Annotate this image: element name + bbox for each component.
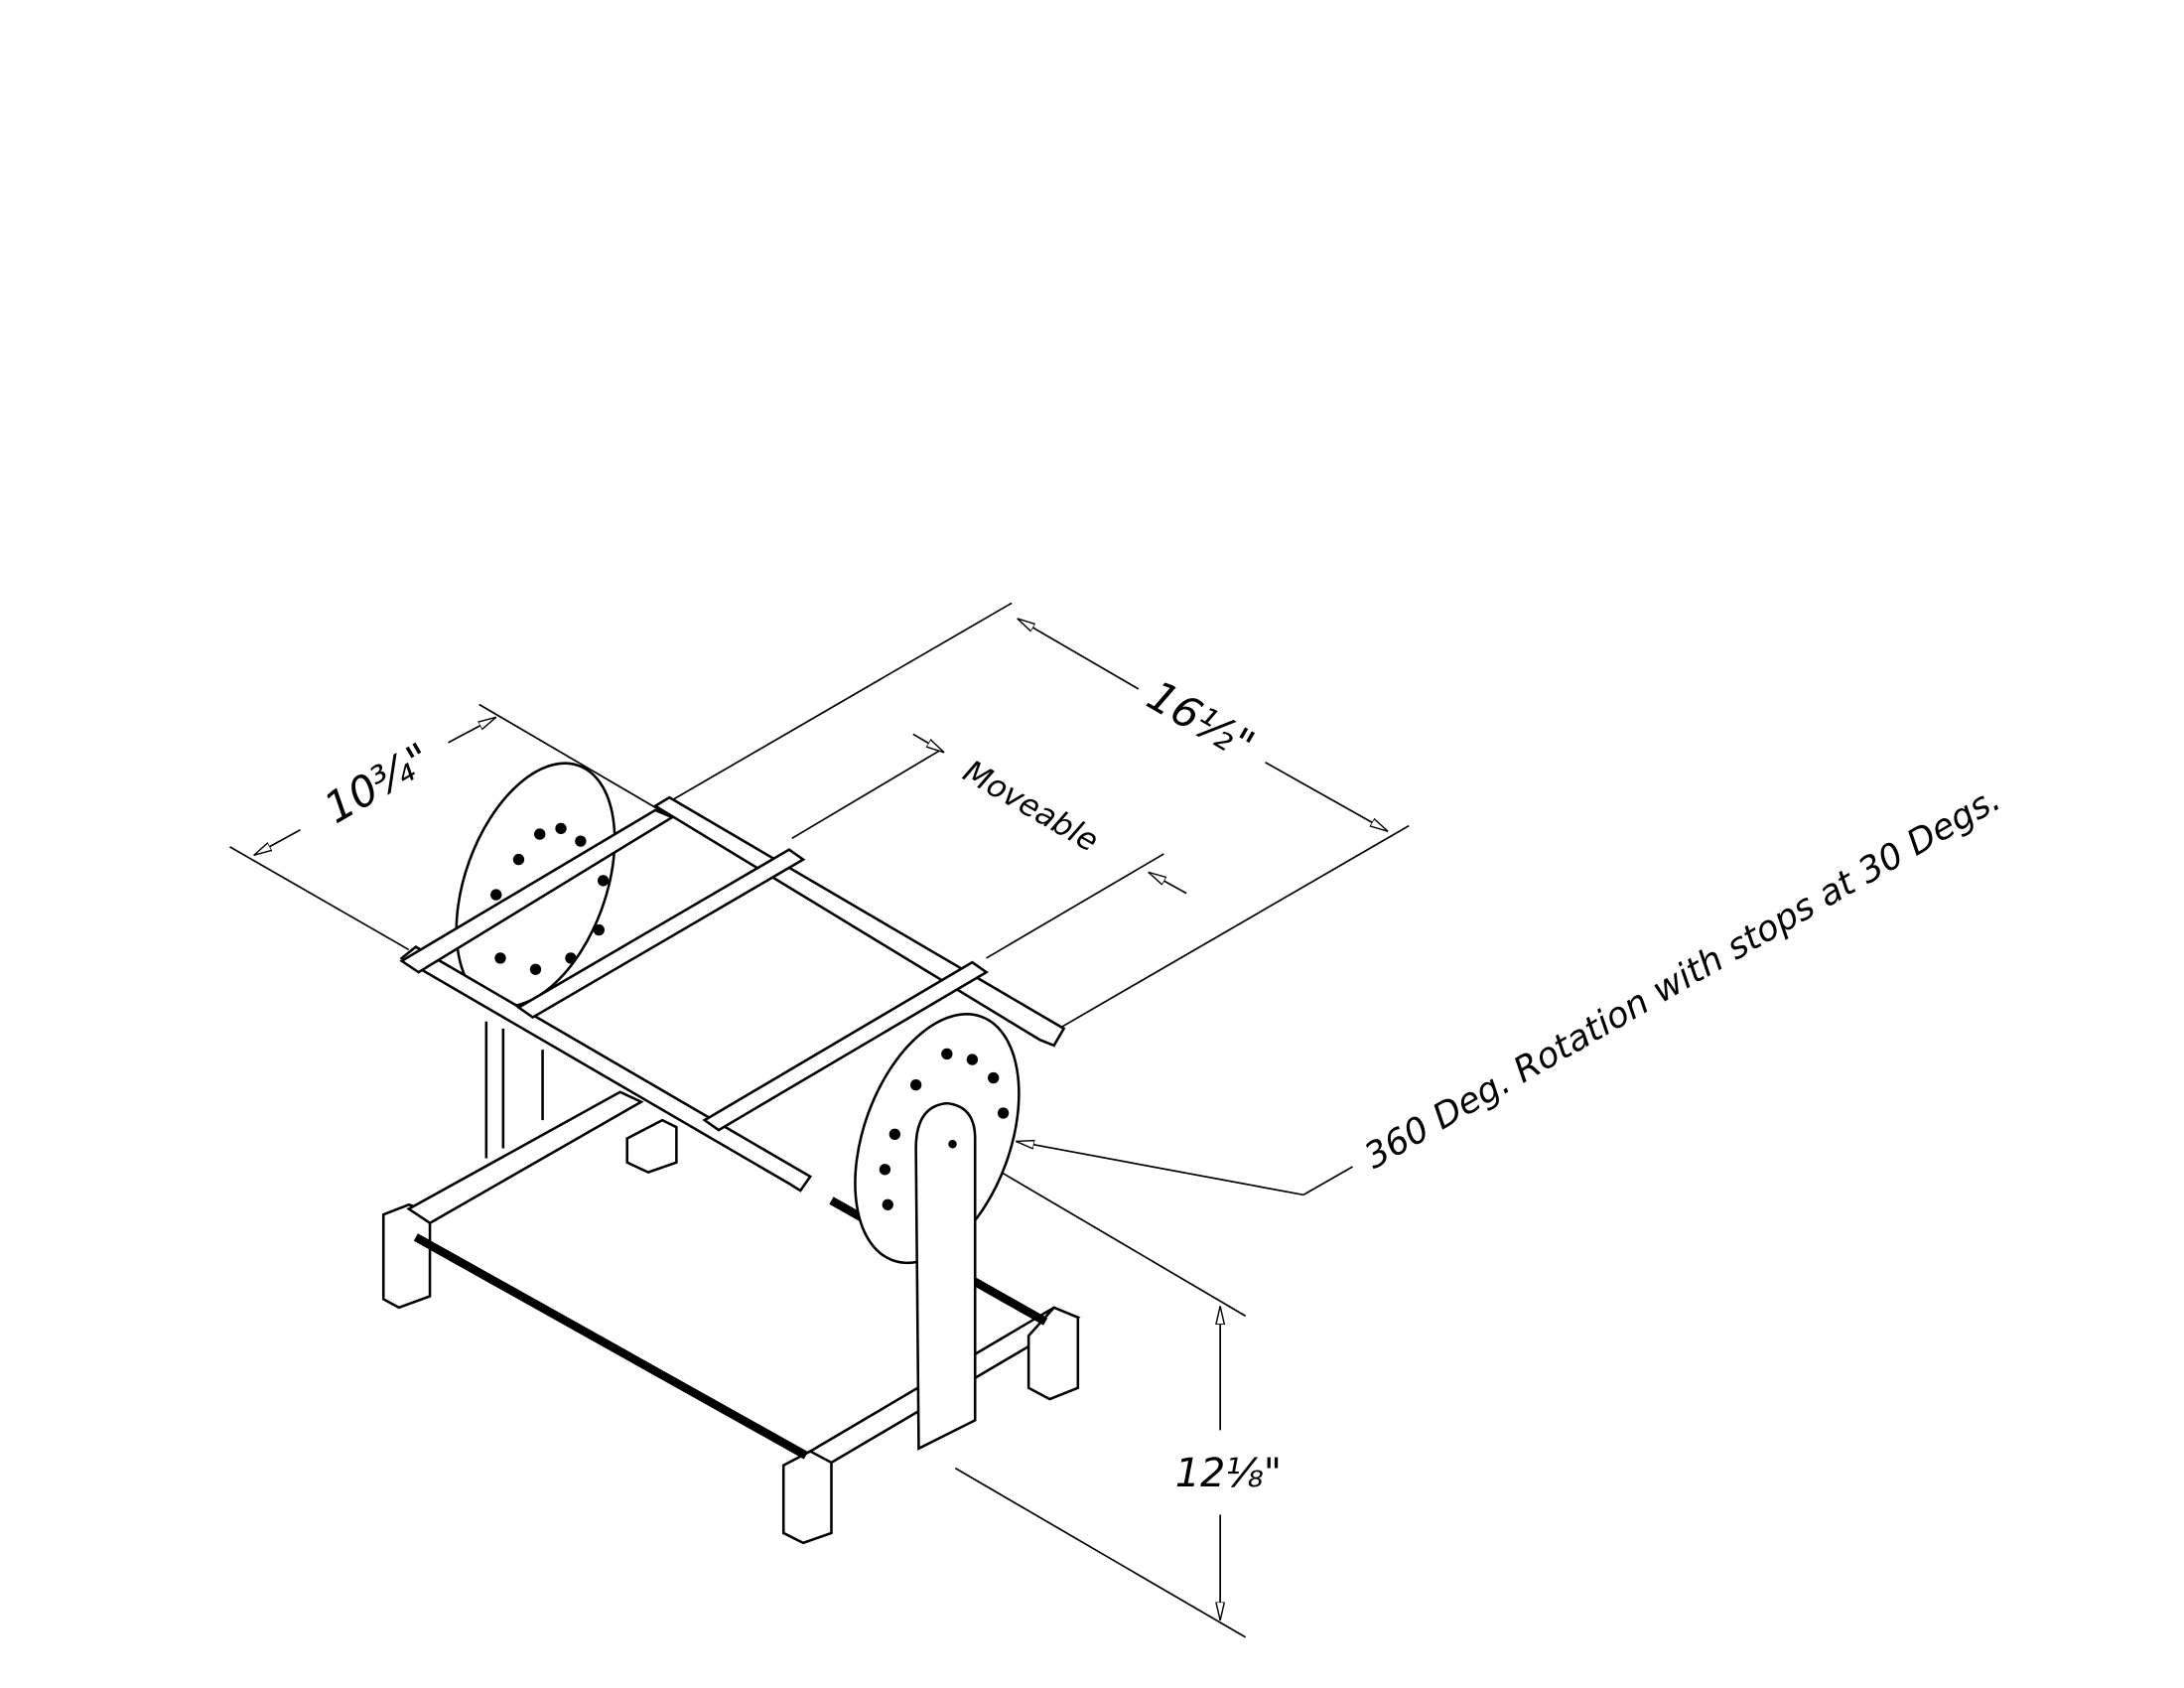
moveable-label: Moveable bbox=[957, 754, 1104, 859]
back-rail bbox=[652, 795, 1066, 1048]
roller-bar bbox=[413, 1233, 809, 1460]
width-label: 10¾" bbox=[316, 734, 440, 834]
height-label: 12⅛" bbox=[1175, 1451, 1282, 1496]
left-crossbar bbox=[399, 808, 675, 974]
moveable-crossbar-2 bbox=[702, 960, 989, 1132]
length-label: 16½" bbox=[1139, 671, 1263, 772]
front-rail bbox=[399, 945, 813, 1193]
left-rear-foot bbox=[625, 1118, 678, 1175]
rotation-callout: 360 Deg. Rotation with stops at 30 Degs. bbox=[1016, 778, 2007, 1196]
moveable-crossbar-1 bbox=[516, 848, 806, 1020]
dimension-height: 12⅛" bbox=[954, 1146, 1282, 1638]
left-foot bbox=[381, 1202, 432, 1310]
right-foot bbox=[781, 1450, 833, 1545]
right-upright bbox=[914, 1101, 977, 1451]
cart bbox=[381, 762, 1081, 1545]
right-rear-foot bbox=[1026, 1306, 1080, 1401]
base-back-rail-left bbox=[406, 1090, 644, 1225]
rotation-note: 360 Deg. Rotation with stops at 30 Degs. bbox=[1358, 778, 2007, 1177]
